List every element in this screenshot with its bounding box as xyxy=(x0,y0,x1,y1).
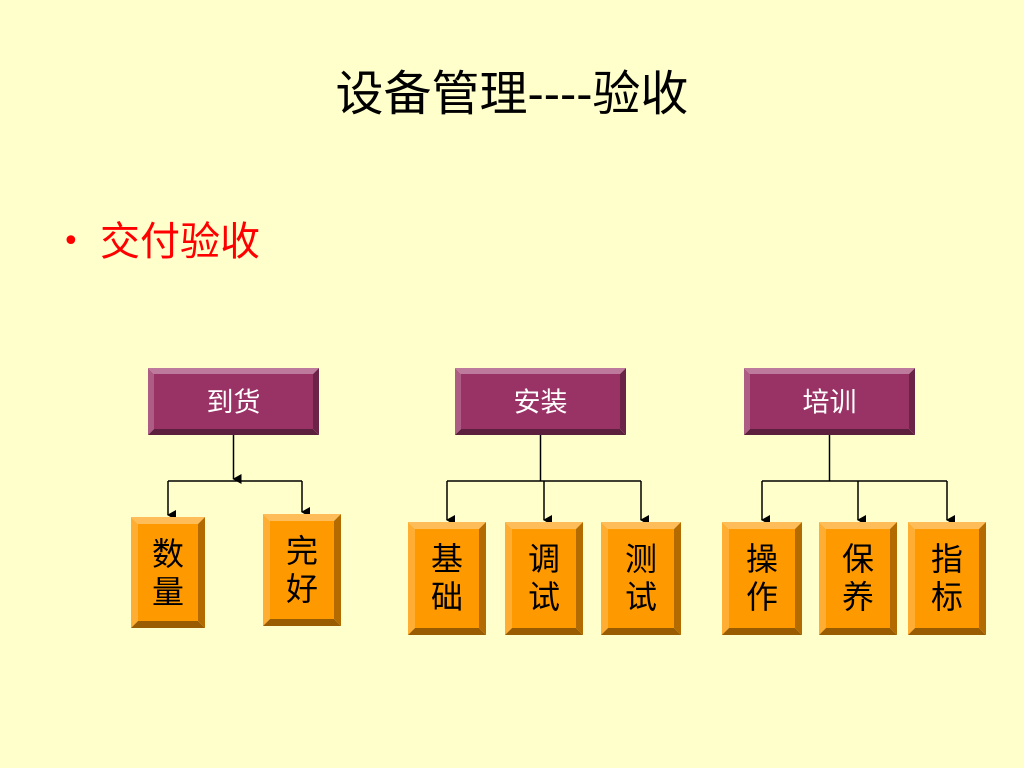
child-node-char: 试 xyxy=(528,578,560,616)
child-node: 指标 xyxy=(908,522,986,635)
child-node-char: 保 xyxy=(842,540,874,578)
child-node: 基础 xyxy=(408,522,486,635)
child-node-char: 养 xyxy=(842,578,874,616)
child-node-char: 础 xyxy=(431,578,463,616)
child-node-char: 测 xyxy=(625,540,657,578)
parent-node: 安装 xyxy=(455,368,626,435)
child-node-char: 作 xyxy=(746,578,778,616)
parent-node-label: 培训 xyxy=(803,388,857,419)
bullet-symbol: • xyxy=(62,224,80,259)
child-node-char: 标 xyxy=(931,578,963,616)
parent-node: 到货 xyxy=(148,368,319,435)
child-node-char: 完 xyxy=(286,532,318,570)
child-node-char: 数 xyxy=(152,535,184,573)
child-node-char: 基 xyxy=(431,540,463,578)
child-node-char: 好 xyxy=(286,570,318,608)
child-node-char: 调 xyxy=(528,540,560,578)
bullet-item: • 交付验收 xyxy=(62,214,260,270)
child-node-char: 指 xyxy=(931,540,963,578)
parent-node-label: 安装 xyxy=(514,388,568,419)
child-node: 调试 xyxy=(505,522,583,635)
bullet-text: 交付验收 xyxy=(100,219,260,265)
parent-node: 培训 xyxy=(744,368,915,435)
child-node-char: 量 xyxy=(152,573,184,611)
slide-title: 设备管理----验收 xyxy=(335,66,689,122)
child-node: 数量 xyxy=(131,517,205,628)
child-node: 保养 xyxy=(819,522,897,635)
child-node: 操作 xyxy=(722,522,802,635)
child-node: 完好 xyxy=(263,514,341,626)
child-node-char: 操 xyxy=(746,540,778,578)
child-node: 测试 xyxy=(601,522,681,635)
parent-node-label: 到货 xyxy=(207,388,261,419)
child-node-char: 试 xyxy=(625,578,657,616)
